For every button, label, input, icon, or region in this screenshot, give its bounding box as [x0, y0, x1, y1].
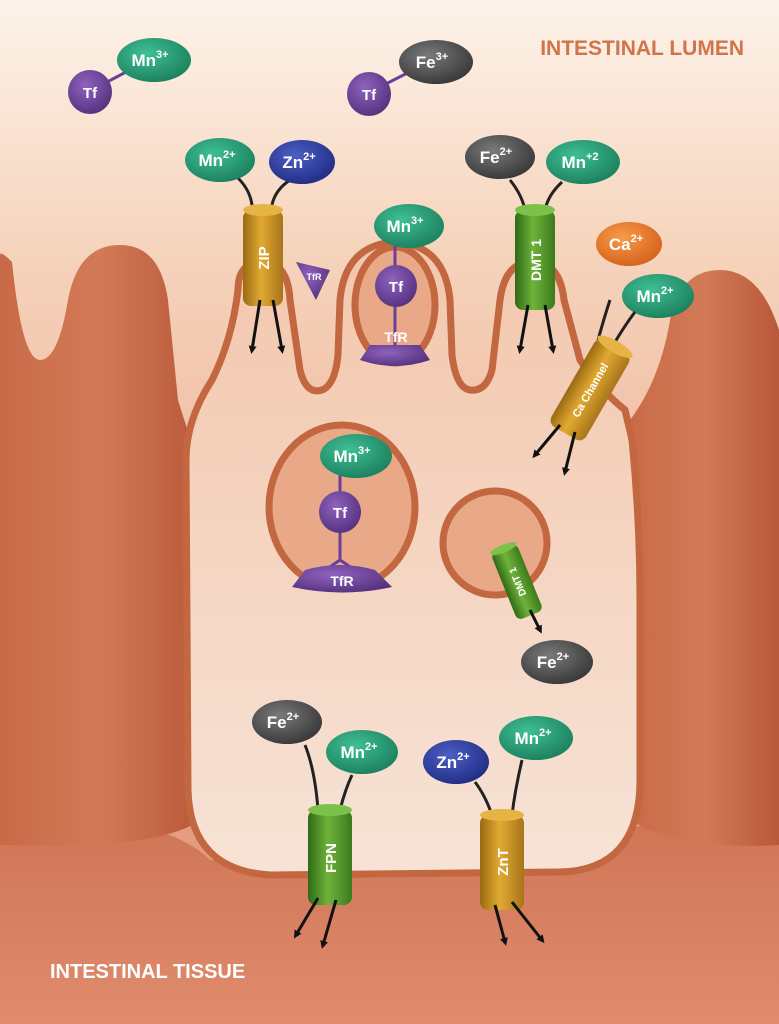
zn2-ion	[423, 740, 489, 784]
mn2-ion	[326, 730, 398, 774]
mn2-ion	[499, 716, 573, 760]
endosome-tf-mn3: Mn3+ Tf TfR	[292, 434, 392, 593]
tf-mn3-pit-complex: Mn3+ Tf TfR	[360, 204, 444, 366]
tf-molecule	[347, 72, 391, 116]
tfr-label: TfR	[384, 329, 407, 345]
mn2-ion	[185, 138, 255, 182]
zip-label: ZIP	[256, 246, 273, 269]
tf-molecule	[319, 491, 361, 533]
znt-label: ZnT	[495, 848, 512, 876]
mn2-label: Mn2+	[636, 285, 673, 306]
znt-group: Zn2+ Mn2+ ZnT	[423, 716, 573, 946]
left-neighbor-cell	[0, 245, 200, 846]
tfr-label: TfR	[330, 573, 353, 589]
ca2-ion	[596, 222, 662, 266]
tf-label: Tf	[333, 505, 348, 522]
tfr-receptor	[292, 565, 392, 593]
mn3-label: Mn3+	[333, 445, 370, 466]
tf-molecule	[68, 70, 112, 114]
fe2-label: Fe2+	[267, 711, 299, 732]
mn3-ion	[117, 38, 191, 82]
tf-fe3-complex-lumen: Tf Fe3+	[347, 40, 473, 116]
right-neighbor-cell	[630, 270, 779, 846]
dmt1-vesicle	[439, 487, 551, 599]
mn2-label: Mn+2	[561, 151, 598, 172]
dmt1-label: DMT 1	[528, 239, 544, 281]
mn3-label: Mn3+	[131, 49, 168, 70]
tissue-title: INTESTINAL TISSUE	[50, 961, 245, 983]
tf-label: Tf	[83, 85, 98, 102]
fe2-ion	[252, 700, 322, 744]
fe2-ion	[521, 640, 593, 684]
fe3-label: Fe3+	[416, 51, 448, 72]
dmt1-vesicle-channel	[492, 545, 542, 619]
mn3-ion	[374, 204, 444, 248]
fpn-group: Fe2+ Mn2+ FPN	[252, 700, 398, 949]
fe3-ion	[399, 40, 473, 84]
mn3-label: Mn3+	[386, 215, 423, 236]
mn2-ion	[622, 274, 694, 318]
tf-label: Tf	[389, 279, 404, 296]
dmt1-apical-group: Fe2+ Mn+2 DMT 1	[465, 135, 620, 354]
mn2-label: Mn2+	[340, 741, 377, 762]
dmt1-channel-top	[515, 204, 555, 216]
mn2-ion	[546, 140, 620, 184]
zn2-label: Zn2+	[282, 151, 315, 172]
fe2-label: Fe2+	[480, 146, 512, 167]
tfr-receptor	[360, 345, 430, 366]
dmt1-channel	[515, 210, 555, 310]
mn2-label: Mn2+	[198, 149, 235, 170]
fpn-channel	[308, 810, 352, 905]
mn2-label: Mn2+	[514, 727, 551, 748]
fe2-label: Fe2+	[537, 651, 569, 672]
znt-channel	[480, 815, 524, 910]
znt-channel-top	[480, 809, 524, 821]
fpn-channel-top	[308, 804, 352, 816]
tf-molecule	[375, 265, 417, 307]
tfr-label: TfR	[307, 272, 322, 282]
ca2-label: Ca2+	[609, 233, 643, 254]
fpn-label: FPN	[323, 843, 340, 873]
fe2-ion	[465, 135, 535, 179]
ca-channel-group: Ca2+ Mn2+ Ca Channel	[532, 222, 694, 476]
zn2-label: Zn2+	[436, 751, 469, 772]
zn2-ion	[269, 140, 335, 184]
tf-label: Tf	[362, 87, 377, 104]
mn3-ion	[320, 434, 392, 478]
zip-transporter-group: Mn2+ Zn2+ ZIP	[185, 138, 335, 354]
zip-channel-top	[243, 204, 283, 216]
zip-channel	[243, 210, 283, 306]
ca-channel	[550, 339, 630, 441]
tf-mn3-complex-lumen: Tf Mn3+	[68, 38, 191, 114]
tfr-receptor-membrane: TfR	[296, 262, 330, 300]
lumen-title: INTESTINAL LUMEN	[540, 37, 744, 60]
dmt1-vesicle-group: DMT 1 Fe2+	[490, 542, 593, 684]
